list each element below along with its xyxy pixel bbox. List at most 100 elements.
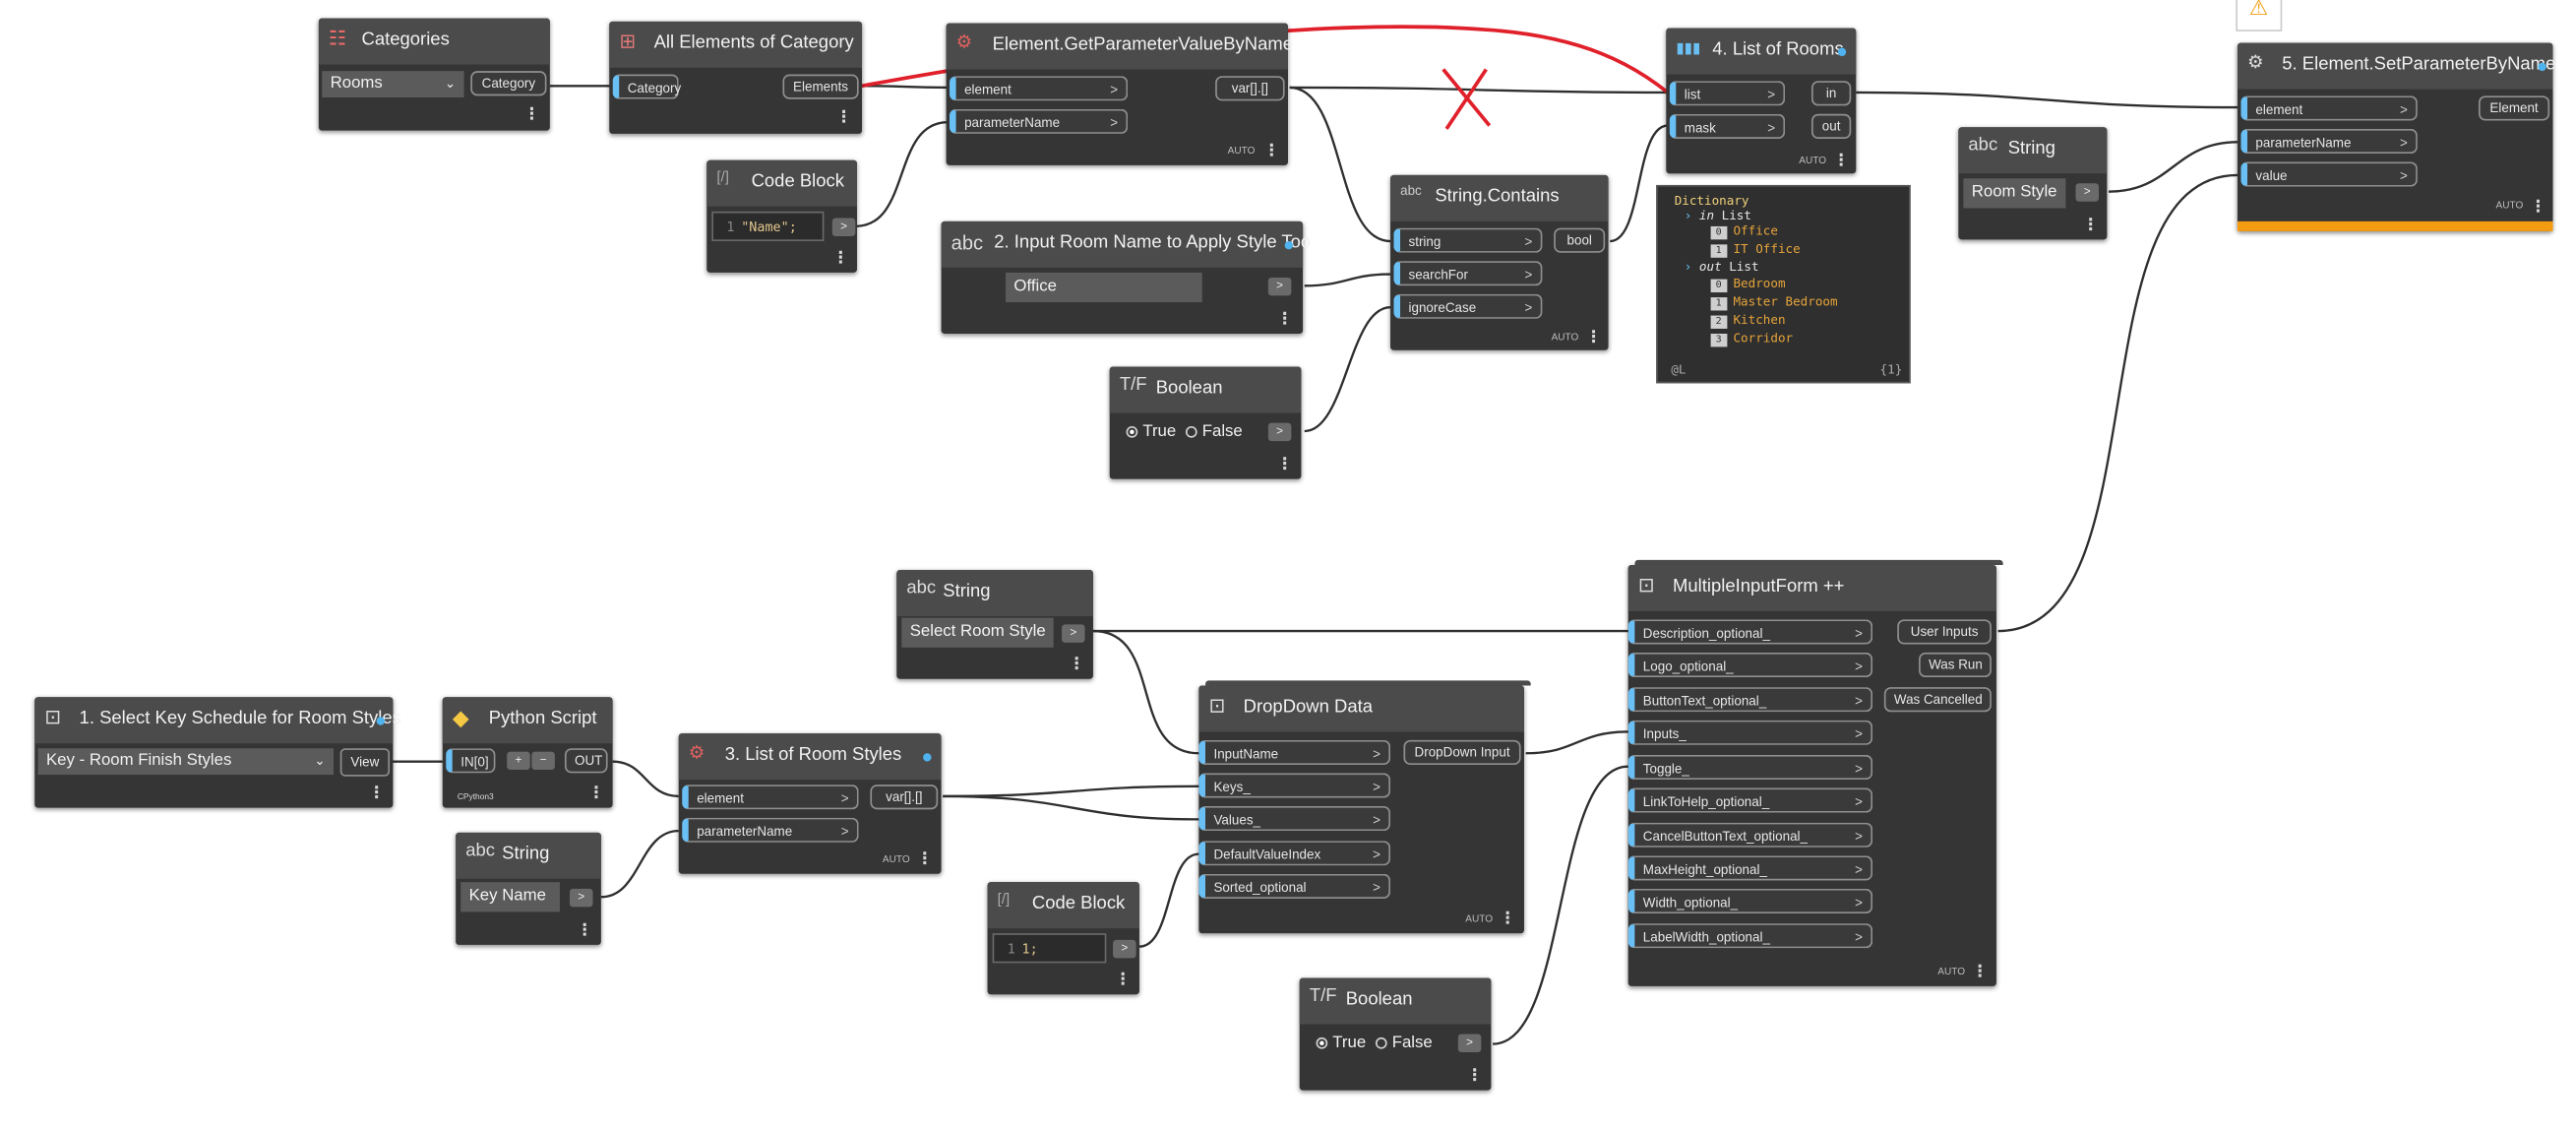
input-port-parameter-name[interactable]: parameterName> (949, 108, 1129, 134)
input-port-list[interactable]: list> (1669, 81, 1786, 106)
node-header[interactable] (946, 23, 1288, 70)
input-port-keys[interactable]: Keys_> (1198, 773, 1391, 798)
boolean-node[interactable]: T/F Boolean True False > ⋮ (1299, 977, 1492, 1091)
string-input[interactable]: Office (1006, 272, 1202, 303)
get-parameter-node[interactable]: ⚙ Element.GetParameterValueByName elemen… (946, 23, 1293, 165)
node-header[interactable] (456, 832, 601, 879)
node-menu-icon[interactable]: ⋮ (1276, 310, 1294, 329)
add-input-button[interactable]: + (507, 751, 530, 771)
string-contains-node[interactable]: abc String.Contains string> searchFor> i… (1390, 174, 1609, 350)
input-port-element[interactable]: element> (949, 76, 1129, 101)
node-header[interactable] (1390, 174, 1609, 221)
output-port-out[interactable]: OUT (564, 748, 608, 774)
view-button[interactable]: View (339, 748, 391, 777)
input-port[interactable]: Description_optional_> (1627, 619, 1873, 645)
input-port-element[interactable]: element> (682, 785, 859, 810)
set-parameter-node[interactable]: ⚙ 5. Element.SetParameterByName element>… (2237, 42, 2555, 231)
remove-input-button[interactable]: − (531, 751, 555, 771)
string-input[interactable]: Select Room Style (901, 617, 1054, 648)
node-menu-icon[interactable]: ⋮ (916, 850, 934, 869)
node-header[interactable] (941, 220, 1304, 268)
code-editor[interactable]: 1"Name"; (711, 211, 825, 242)
output-port[interactable]: > (1062, 624, 1085, 643)
input-port-search-for[interactable]: searchFor> (1393, 261, 1543, 286)
string-room-style-node[interactable]: abc String Room Style > ⋮ (1958, 127, 2108, 240)
node-menu-icon[interactable]: ⋮ (835, 108, 852, 128)
list-of-rooms-node[interactable]: ▮▮▮ 4. List of Rooms list> mask> in out … (1666, 28, 1857, 174)
input-port-category[interactable]: Category (612, 74, 681, 99)
node-header[interactable] (2237, 42, 2553, 90)
lacing-auto[interactable]: AUTO (2495, 201, 2524, 212)
node-menu-icon[interactable]: ⋮ (587, 785, 605, 803)
false-radio[interactable]: False (1375, 1035, 1433, 1052)
key-schedule-dropdown[interactable]: Key - Room Finish Styles⌄ (37, 748, 334, 776)
false-radio[interactable]: False (1185, 423, 1243, 441)
input-port[interactable]: CancelButtonText_optional_> (1627, 822, 1873, 848)
node-header[interactable] (678, 733, 942, 781)
node-header[interactable] (34, 697, 394, 744)
multiple-input-form-node[interactable]: ⊡ MultipleInputForm ++ Description_optio… (1627, 559, 2003, 986)
node-menu-icon[interactable]: ⋮ (1276, 456, 1294, 474)
output-port-out[interactable]: out (1810, 113, 1852, 139)
boolean-node[interactable]: T/F Boolean True False > ⋮ (1109, 366, 1302, 479)
category-dropdown[interactable]: Rooms⌄ (322, 71, 464, 98)
input-port-mask[interactable]: mask> (1669, 113, 1786, 139)
output-port-element[interactable]: Element (2478, 95, 2550, 121)
input-port[interactable]: Width_optional_> (1627, 888, 1873, 914)
warning-badge[interactable]: ⚠ (2236, 0, 2283, 31)
string-select-node[interactable]: abc String Select Room Style > ⋮ (896, 569, 1093, 679)
input-port-parameter-name[interactable]: parameterName> (682, 817, 859, 843)
string-input[interactable]: Key Name (460, 882, 560, 912)
output-port-var[interactable]: var[].[] (870, 785, 939, 810)
output-port[interactable]: > (1457, 1034, 1482, 1053)
node-menu-icon[interactable]: ⋮ (1499, 910, 1516, 929)
input-port-element[interactable]: element> (2240, 95, 2418, 121)
node-menu-icon[interactable]: ⋮ (2530, 198, 2546, 217)
node-menu-icon[interactable]: ⋮ (522, 105, 540, 124)
node-header[interactable] (1958, 127, 2108, 174)
output-port[interactable]: > (569, 888, 593, 908)
input-port-input-name[interactable]: InputName> (1198, 739, 1391, 766)
node-menu-icon[interactable]: ⋮ (1971, 963, 1989, 981)
input-port-string[interactable]: string> (1393, 227, 1543, 253)
input-port-ignore-case[interactable]: ignoreCase> (1393, 293, 1543, 319)
output-port-bool[interactable]: bool (1554, 227, 1606, 253)
output-port-was-cancelled[interactable]: Was Cancelled (1883, 687, 1992, 713)
node-header[interactable] (1109, 366, 1302, 413)
python-script-node[interactable]: ◆ Python Script IN[0] + − OUT CPython3 ⋮ (442, 697, 613, 808)
output-port-var[interactable]: var[].[] (1215, 76, 1285, 101)
node-menu-icon[interactable]: ⋮ (1068, 656, 1085, 674)
input-port[interactable]: LinkToHelp_optional_> (1627, 787, 1873, 813)
input-port-parameter-name[interactable]: parameterName> (2240, 128, 2418, 155)
node-header[interactable] (1666, 28, 1857, 75)
input-room-name-node[interactable]: abc 2. Input Room Name to Apply Style To… (941, 220, 1311, 334)
string-input[interactable]: Room Style (1963, 178, 2066, 209)
node-header[interactable] (1198, 685, 1524, 732)
node-menu-icon[interactable]: ⋮ (1832, 152, 1850, 170)
input-port-value[interactable]: value> (2240, 161, 2418, 187)
node-menu-icon[interactable]: ⋮ (1466, 1067, 1484, 1086)
input-port-values[interactable]: Values_> (1198, 805, 1391, 832)
node-menu-icon[interactable]: ⋮ (368, 785, 386, 803)
input-port[interactable]: ButtonText_optional_> (1627, 687, 1873, 713)
node-header[interactable] (987, 882, 1139, 929)
output-port-dropdown-input[interactable]: DropDown Input (1403, 739, 1521, 766)
input-port[interactable]: LabelWidth_optional_> (1627, 923, 1873, 949)
node-menu-icon[interactable]: ⋮ (2082, 216, 2099, 235)
node-header[interactable] (318, 18, 550, 65)
node-menu-icon[interactable]: ⋮ (1114, 971, 1132, 990)
input-port-default-value-index[interactable]: DefaultValueIndex> (1198, 841, 1391, 866)
output-port-category[interactable]: Category (470, 71, 547, 96)
output-port[interactable]: > (2075, 183, 2099, 202)
node-header[interactable] (442, 697, 613, 744)
input-port[interactable]: Inputs_> (1627, 720, 1873, 745)
all-elements-node[interactable]: ⊞ All Elements of Category Category Elem… (609, 21, 863, 134)
output-port[interactable]: > (1113, 939, 1136, 959)
output-port[interactable]: > (1267, 422, 1292, 442)
list-of-room-styles-node[interactable]: ⚙ 3. List of Room Styles element> parame… (678, 733, 942, 874)
node-menu-icon[interactable]: ⋮ (1262, 142, 1280, 160)
